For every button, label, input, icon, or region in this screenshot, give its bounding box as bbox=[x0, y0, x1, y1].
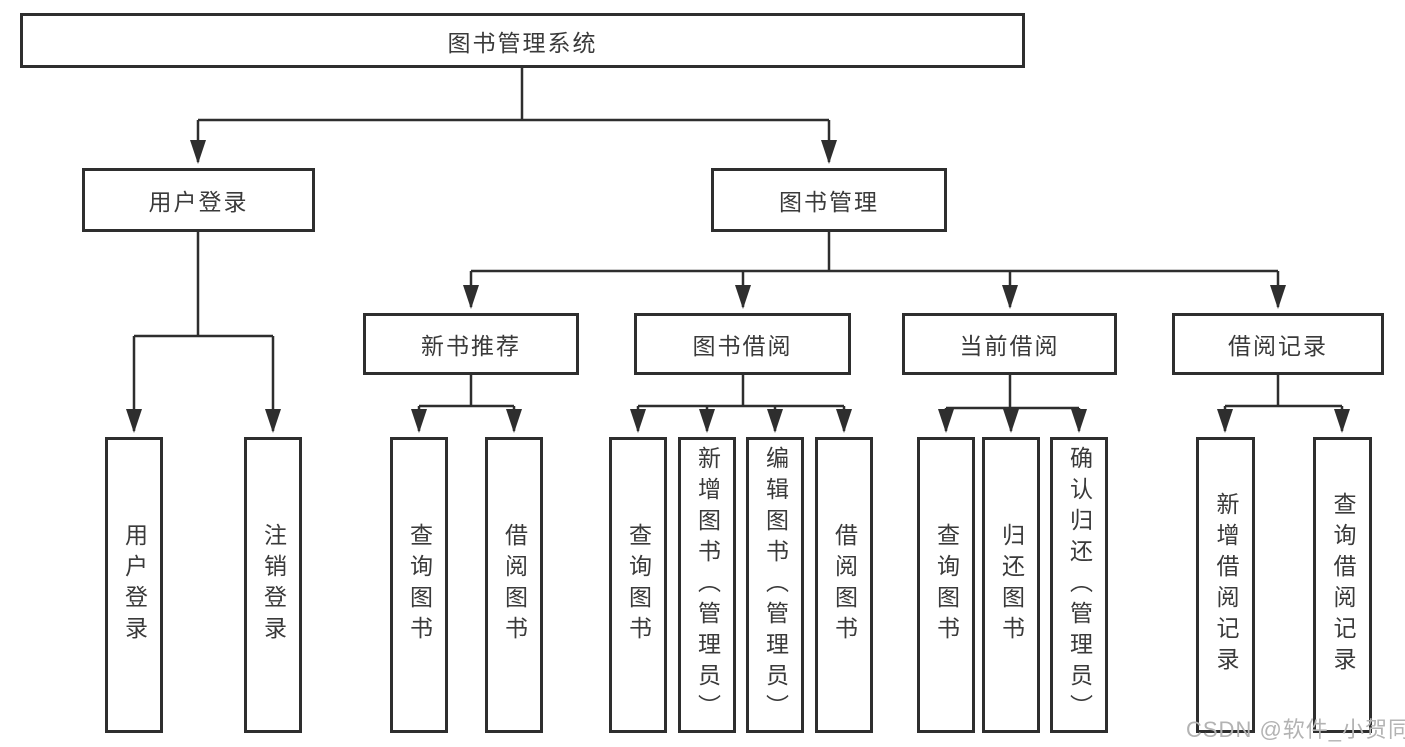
node-leaf-cb-confirm-return: 确认归还（管理员） bbox=[1050, 437, 1108, 733]
node-leaf-nbr-borrow-book: 借阅图书 bbox=[485, 437, 543, 733]
node-leaf-nbr-query-book: 查询图书 bbox=[390, 437, 448, 733]
node-leaf-br-add-record-label: 新增借阅记录 bbox=[1213, 492, 1239, 678]
node-borrow-record: 借阅记录 bbox=[1172, 313, 1384, 375]
node-new-book-rec: 新书推荐 bbox=[363, 313, 579, 375]
node-book-mgmt: 图书管理 bbox=[711, 168, 947, 232]
node-leaf-br-query-record: 查询借阅记录 bbox=[1313, 437, 1372, 733]
node-leaf-bb-query-book-label: 查询图书 bbox=[625, 523, 652, 647]
node-borrow-record-label: 借阅记录 bbox=[1228, 333, 1328, 359]
node-leaf-bb-query-book: 查询图书 bbox=[609, 437, 667, 733]
node-leaf-bb-edit-book: 编辑图书（管理员） bbox=[746, 437, 804, 733]
csdn-watermark: CSDN @软件_小贺同学 bbox=[1186, 717, 1405, 742]
node-root-label: 图书管理系统 bbox=[447, 29, 598, 56]
node-current-borrow-label: 当前借阅 bbox=[959, 333, 1060, 359]
node-leaf-cb-confirm-return-label: 确认归还（管理员） bbox=[1066, 445, 1093, 725]
node-leaf-bb-add-book-label: 新增图书（管理员） bbox=[694, 445, 721, 725]
node-leaf-cb-query-book-label: 查询图书 bbox=[933, 523, 960, 647]
node-leaf-user-login: 用户登录 bbox=[105, 437, 163, 733]
node-book-mgmt-label: 图书管理 bbox=[779, 189, 879, 215]
node-leaf-logout: 注销登录 bbox=[244, 437, 302, 733]
node-leaf-user-login-label: 用户登录 bbox=[121, 523, 148, 647]
node-leaf-cb-query-book: 查询图书 bbox=[917, 437, 975, 733]
node-leaf-bb-edit-book-label: 编辑图书（管理员） bbox=[762, 445, 789, 725]
node-leaf-bb-add-book: 新增图书（管理员） bbox=[678, 437, 736, 733]
node-leaf-br-add-record: 新增借阅记录 bbox=[1196, 437, 1255, 733]
node-book-borrow-label: 图书借阅 bbox=[692, 333, 793, 359]
node-root: 图书管理系统 bbox=[20, 13, 1025, 68]
node-leaf-nbr-query-book-label: 查询图书 bbox=[406, 523, 433, 647]
node-current-borrow: 当前借阅 bbox=[902, 313, 1117, 375]
node-leaf-nbr-borrow-book-label: 借阅图书 bbox=[501, 523, 528, 647]
node-leaf-br-query-record-label: 查询借阅记录 bbox=[1330, 492, 1356, 678]
node-leaf-cb-return-book-label: 归还图书 bbox=[998, 523, 1025, 647]
node-book-borrow: 图书借阅 bbox=[634, 313, 851, 375]
node-leaf-cb-return-book: 归还图书 bbox=[982, 437, 1040, 733]
node-new-book-rec-label: 新书推荐 bbox=[421, 333, 521, 359]
node-user-login: 用户登录 bbox=[82, 168, 315, 232]
node-user-login-label: 用户登录 bbox=[148, 189, 249, 215]
node-leaf-bb-borrow-book: 借阅图书 bbox=[815, 437, 873, 733]
node-leaf-bb-borrow-book-label: 借阅图书 bbox=[831, 523, 858, 647]
node-leaf-logout-label: 注销登录 bbox=[260, 523, 287, 647]
